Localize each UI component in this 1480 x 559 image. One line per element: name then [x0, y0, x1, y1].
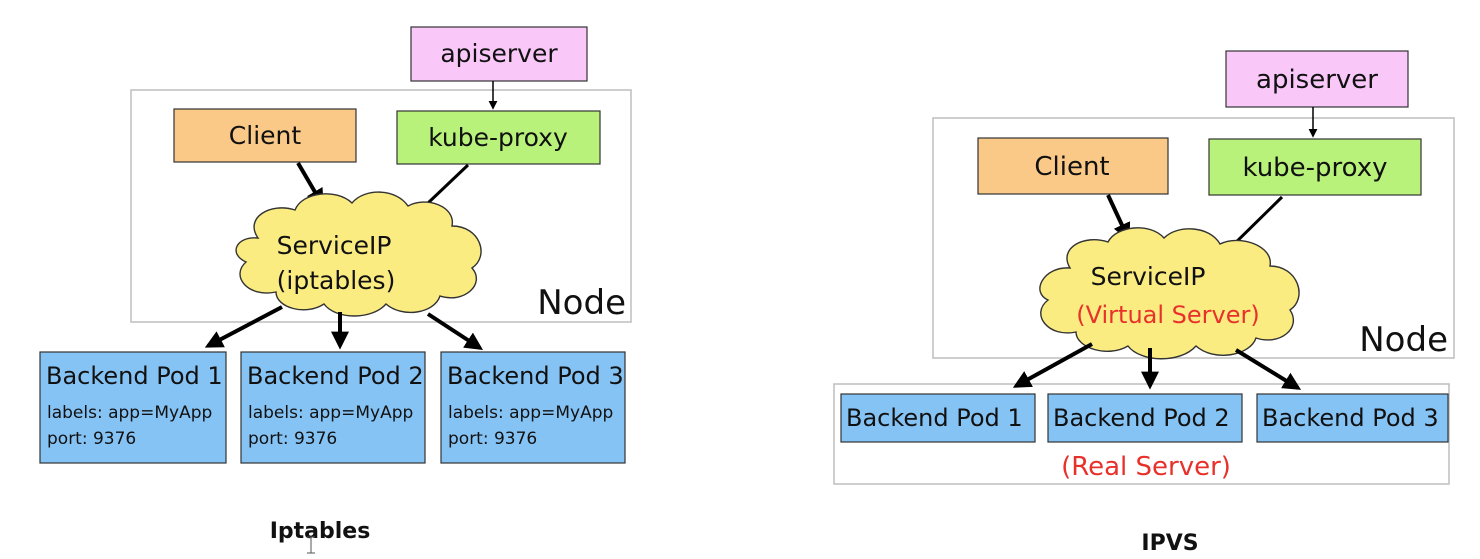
- right-apiserver-label: apiserver: [1256, 65, 1378, 95]
- left-pod-1-title: Backend Pod 1: [46, 362, 223, 390]
- left-node-label: Node: [537, 283, 626, 323]
- right-real-server-label: (Real Server): [1061, 452, 1231, 482]
- right-pod-2-title: Backend Pod 2: [1053, 404, 1230, 432]
- right-client-label: Client: [1034, 152, 1109, 182]
- left-kube-proxy-box: [396, 110, 601, 165]
- left-pod-2-port: port: 9376: [248, 429, 337, 449]
- right-caption: IPVS: [1141, 531, 1198, 556]
- left-caption: Iptables: [270, 519, 371, 544]
- left-pod-1-box: [39, 351, 227, 464]
- left-pod-3-box: [440, 351, 626, 464]
- left-client-label: Client: [229, 121, 302, 150]
- left-service-line1: ServiceIP: [277, 231, 392, 260]
- right-pod-3-title: Backend Pod 3: [1262, 404, 1439, 432]
- right-service-cloud: [1039, 227, 1300, 360]
- left-apiserver-box: [410, 26, 588, 82]
- left-pod-2-title: Backend Pod 2: [247, 362, 424, 390]
- right-node-label: Node: [1359, 320, 1448, 360]
- left-pod-2-labels: labels: app=MyApp: [248, 403, 413, 423]
- left-service-cloud: [235, 191, 482, 317]
- right-service-line1: ServiceIP: [1091, 262, 1206, 291]
- right-client-box: [977, 137, 1169, 195]
- right-pod-1-box: [840, 393, 1036, 443]
- right-pod3-arrow: [1234, 348, 1302, 390]
- left-pod-1-labels: labels: app=MyApp: [47, 403, 212, 423]
- left-pod3-arrow: [426, 312, 484, 350]
- right-apiserver-box: [1225, 50, 1409, 108]
- left-pod-2: Backend Pod 2 labels: app=MyApp port: 93…: [240, 351, 426, 464]
- left-pod1-arrow: [204, 305, 283, 348]
- ipvs-diagram: Node (Real Server) apiserver Client kube…: [833, 50, 1455, 556]
- right-pod-2-box: [1047, 393, 1243, 443]
- left-pod-3-port: port: 9376: [448, 429, 537, 449]
- iptables-diagram: Node apiserver Client kube-proxy Service…: [39, 26, 632, 544]
- right-service-line2: (Virtual Server): [1076, 301, 1259, 329]
- text-cursor-icon: [307, 536, 315, 554]
- right-kube-proxy-box: [1208, 138, 1422, 196]
- left-client-box: [173, 108, 357, 163]
- left-pod-1: Backend Pod 1 labels: app=MyApp port: 93…: [39, 351, 227, 464]
- left-pod-3-labels: labels: app=MyApp: [448, 403, 613, 423]
- left-service-line2: (iptables): [277, 266, 396, 295]
- right-pod-1-title: Backend Pod 1: [846, 404, 1023, 432]
- left-pod-3-title: Backend Pod 3: [447, 362, 624, 390]
- right-pod1-arrow: [1012, 342, 1093, 388]
- left-apiserver-label: apiserver: [440, 39, 558, 68]
- left-pod-3: Backend Pod 3 labels: app=MyApp port: 93…: [440, 351, 626, 464]
- left-kube-proxy-label: kube-proxy: [428, 123, 568, 152]
- right-kube-proxy-label: kube-proxy: [1242, 153, 1387, 183]
- left-pod-2-box: [240, 351, 426, 464]
- left-pod-1-port: port: 9376: [47, 429, 136, 449]
- right-pod-3-box: [1256, 393, 1449, 443]
